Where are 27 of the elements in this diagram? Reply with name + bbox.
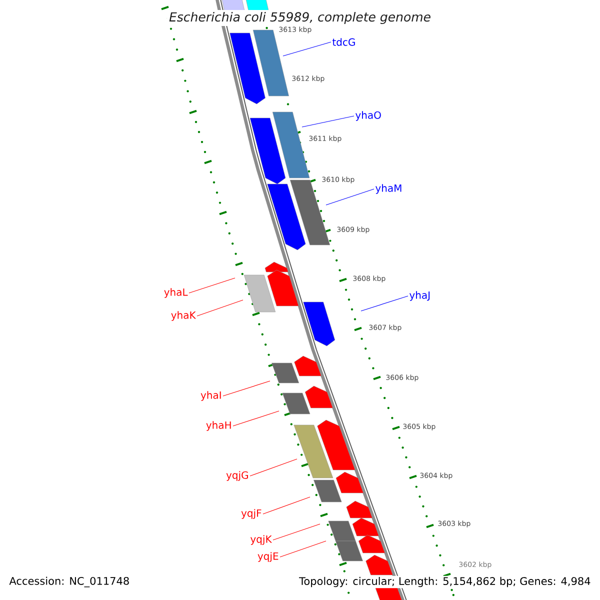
gene-label: yqjE xyxy=(258,552,278,562)
gene-label: yhaL xyxy=(164,288,188,298)
gene-label: yqjG xyxy=(226,471,248,481)
leader-line xyxy=(222,380,270,396)
gene-label: yhaO xyxy=(356,111,381,121)
accession-text: Accession: NC_011748 xyxy=(8,576,131,588)
leader-line xyxy=(188,278,236,294)
leader-line xyxy=(282,42,332,56)
leader-line xyxy=(302,116,354,128)
leader-line xyxy=(280,540,326,558)
leader-line xyxy=(262,496,310,514)
leader-line xyxy=(326,188,374,206)
title: Escherichia coli 55989, complete genome xyxy=(167,10,433,26)
leader-line xyxy=(272,524,320,540)
gene-label: yhaJ xyxy=(410,291,430,301)
gene-label: yhaI xyxy=(200,391,221,401)
leader-line xyxy=(360,296,408,312)
gene-label: yqjK xyxy=(250,535,272,545)
gene-label: tdcG xyxy=(332,38,355,46)
gene-label: yhaH xyxy=(206,421,231,431)
leader-line xyxy=(250,458,298,476)
gene-label: yhaM xyxy=(376,184,402,194)
gene-label: yhaK xyxy=(171,311,196,321)
gene-label: yqjF xyxy=(241,509,262,519)
leader-line xyxy=(196,300,244,316)
genome-summary-text: Topology: circular; Length: 5,154,862 bp; Genes: 4,984 xyxy=(298,576,592,588)
leader-line xyxy=(232,410,280,426)
